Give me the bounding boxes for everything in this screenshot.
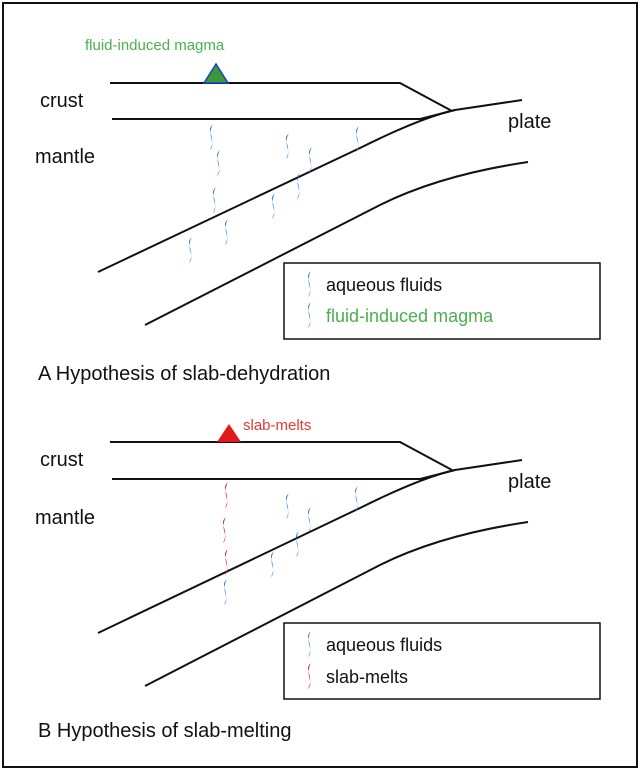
slab-lower-surface-a: [144, 161, 529, 326]
caption-b: B Hypothesis of slab-melting: [38, 720, 291, 742]
volcano-label-b: slab-melts: [243, 417, 311, 434]
aqueous-fluid-icon: [271, 551, 274, 577]
aqueous-fluid-icon: [286, 493, 289, 519]
legend-box-a: [283, 262, 601, 340]
slab-melt-icon: [225, 482, 228, 508]
plate-label-a: plate: [508, 111, 551, 133]
legend-box-b: [283, 622, 601, 700]
aqueous-fluid-icon: [224, 579, 227, 605]
panel-a: fluid-induced magma crust mantle plate a…: [35, 37, 601, 385]
volcano-icon-b: [217, 424, 241, 442]
mantle-label-a: mantle: [35, 146, 95, 168]
aqueous-fluid-icon: [210, 124, 213, 150]
legend-item1-b: aqueous fluids: [326, 635, 442, 655]
mantle-label-b: mantle: [35, 507, 95, 529]
aqueous-fluid-icon: [225, 219, 228, 245]
legend-item1-a: aqueous fluids: [326, 275, 442, 295]
slab-melt-icon: [223, 517, 226, 543]
legend-item2-a: fluid-induced magma: [326, 306, 494, 326]
aqueous-fluid-icon: [213, 187, 216, 213]
crust-top-line-b: [110, 441, 453, 471]
caption-a: A Hypothesis of slab-dehydration: [38, 363, 330, 385]
aqueous-fluid-icon: [309, 147, 312, 173]
crust-bottom-line-b: [112, 459, 523, 480]
volcano-icon-a: [202, 62, 230, 84]
fluid-magma-icon: [217, 150, 220, 176]
slab-upper-surface-a: [97, 109, 456, 273]
crust-label-b: crust: [40, 449, 84, 471]
aqueous-fluid-icon: [272, 193, 275, 219]
aqueous-fluid-icon: [296, 531, 299, 557]
volcano-label-a: fluid-induced magma: [85, 37, 225, 54]
aqueous-fluid-icon: [286, 133, 289, 159]
aqueous-fluid-icon: [189, 237, 192, 263]
aqueous-fluid-icon: [308, 507, 311, 533]
panel-b: slab-melts crust mantle plate aqueous fl…: [35, 417, 601, 742]
legend-item2-b: slab-melts: [326, 667, 408, 687]
crust-bottom-line-a: [112, 99, 523, 120]
crust-top-line-a: [110, 82, 453, 112]
plate-label-b: plate: [508, 471, 551, 493]
crust-label-a: crust: [40, 90, 84, 112]
slab-lower-surface-b: [144, 521, 529, 687]
slab-upper-surface-b: [97, 469, 456, 634]
